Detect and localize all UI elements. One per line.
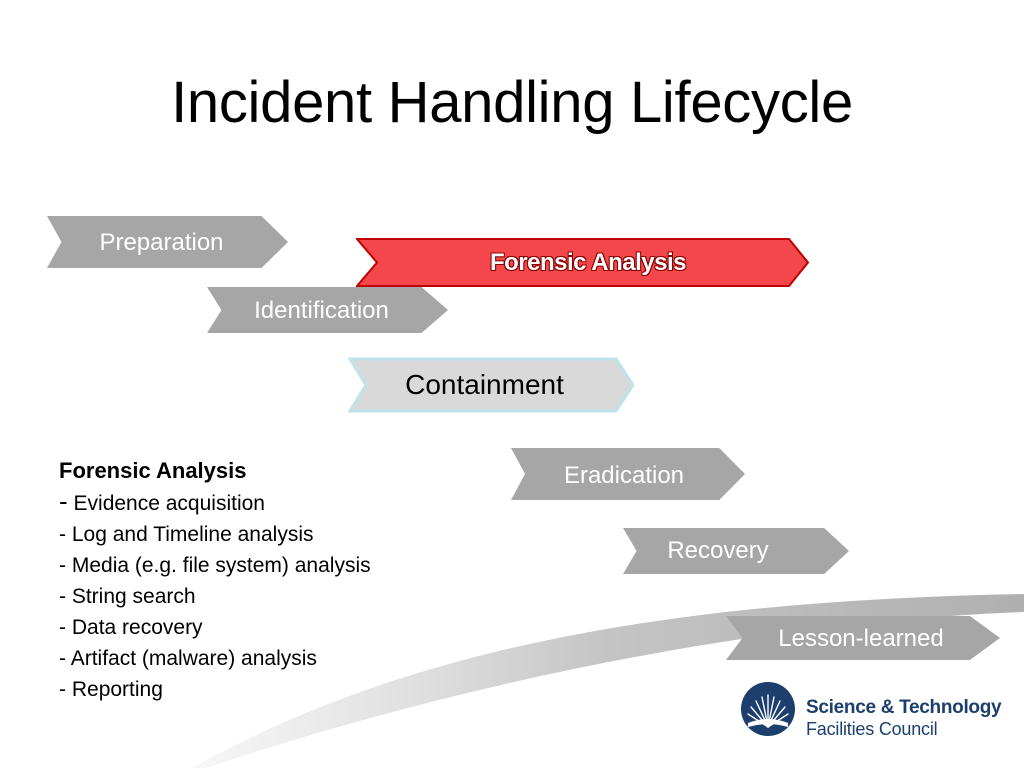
- bullet-dash: -: [59, 523, 66, 546]
- phase-lesson-learned: Lesson-learned: [726, 616, 1000, 660]
- notes-item: - Reporting: [59, 674, 371, 705]
- phase-label: Lesson-learned: [778, 625, 944, 652]
- containment-shape: [347, 357, 635, 413]
- notes-heading: Forensic Analysis: [59, 458, 247, 483]
- phase-recovery: Recovery: [623, 528, 849, 574]
- notes-item-text: Media (e.g. file system) analysis: [71, 554, 371, 577]
- notes-item: - Data recovery: [59, 612, 371, 643]
- phase-preparation: Preparation: [47, 216, 288, 268]
- logo-line1: Science & Technology: [806, 697, 1002, 718]
- forensic-analysis-notes: Forensic Analysis - Evidence acquisition…: [59, 456, 371, 705]
- notes-item-text: Reporting: [71, 678, 163, 701]
- stfc-logo-icon: [741, 682, 795, 736]
- bullet-dash: -: [59, 585, 66, 608]
- notes-item: - Media (e.g. file system) analysis: [59, 550, 371, 581]
- phase-containment: Containment: [347, 357, 635, 413]
- notes-item: - Artifact (malware) analysis: [59, 643, 371, 674]
- phase-label: Containment: [405, 369, 564, 400]
- phase-label: Identification: [254, 297, 389, 324]
- phase-label: Recovery: [667, 537, 769, 564]
- notes-item: - Log and Timeline analysis: [59, 519, 371, 550]
- forensic-analysis-banner: Forensic Analysis: [354, 238, 810, 287]
- stfc-logo: Science & Technology Facilities Council: [740, 681, 1002, 741]
- phase-eradication: Eradication: [511, 448, 745, 500]
- phase-label: Eradication: [563, 462, 685, 489]
- bullet-dash: -: [59, 678, 66, 701]
- notes-item: - Evidence acquisition: [59, 486, 371, 519]
- logo-line2: Facilities Council: [806, 719, 938, 739]
- notes-item-text: Evidence acquisition: [73, 492, 265, 515]
- phase-label: Preparation: [99, 229, 224, 256]
- notes-item-text: Artifact (malware) analysis: [70, 647, 317, 670]
- bullet-dash: -: [59, 486, 68, 516]
- notes-item: - String search: [59, 581, 371, 612]
- forensic-banner-shape: [354, 238, 810, 287]
- phase-identification: Identification: [207, 287, 448, 333]
- forensic-banner-label: Forensic Analysis: [489, 248, 687, 276]
- bullet-dash: -: [59, 554, 66, 577]
- notes-item-text: String search: [71, 585, 196, 608]
- notes-item-text: Data recovery: [71, 616, 203, 639]
- bullet-dash: -: [59, 616, 66, 639]
- bullet-dash: -: [59, 647, 66, 670]
- slide-title: Incident Handling Lifecycle: [171, 70, 853, 135]
- notes-item-text: Log and Timeline analysis: [71, 523, 314, 546]
